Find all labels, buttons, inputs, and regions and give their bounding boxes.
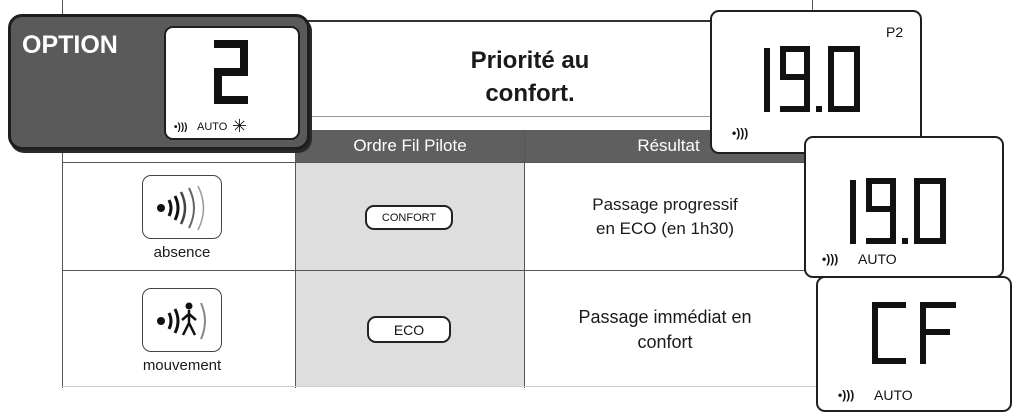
program-label: P2	[886, 24, 904, 40]
title-line-1: Priorité au	[470, 47, 590, 74]
result-1-line-1: Passage progressif	[592, 195, 738, 214]
result-1-line-2: en ECO (en 1h30)	[596, 219, 734, 238]
page-title: Priorité au confort.	[420, 42, 640, 112]
table-right-border-top	[812, 0, 813, 14]
table-col-divider-2	[524, 130, 525, 388]
display-mid-sensor-icon: •)))	[822, 252, 839, 266]
table-header-bottom	[62, 162, 812, 163]
seven-segment-display-icon	[764, 46, 860, 112]
seven-segment-display-icon	[850, 178, 946, 244]
option-status: AUTO	[197, 121, 228, 133]
title-line-2: confort.	[485, 80, 575, 107]
display-top-value	[752, 44, 882, 121]
movement-person-icon	[157, 302, 206, 340]
seven-segment-digit-icon	[214, 40, 248, 104]
title-box-bottom	[305, 116, 725, 117]
option-display: •))) AUTO ✳	[164, 26, 300, 140]
display-bottom-value	[870, 300, 970, 371]
row-label-mouvement: mouvement	[142, 356, 222, 374]
display-bottom-sensor-icon: •)))	[838, 388, 855, 402]
title-box-top	[305, 20, 725, 22]
display-mid-value	[838, 176, 968, 253]
result-cell-1: Passage progressif en ECO (en 1h30)	[540, 190, 790, 244]
display-top: P2 •)))	[710, 10, 922, 154]
table-bottom-border	[62, 386, 822, 387]
option-digit	[212, 38, 250, 106]
display-bottom-status: AUTO	[874, 387, 913, 403]
table-row-divider	[62, 270, 822, 271]
display-bottom: •))) AUTO	[816, 276, 1012, 412]
absence-waves-icon	[157, 185, 205, 231]
table-left-border	[62, 130, 63, 388]
table-left-border-top	[62, 0, 63, 18]
result-2-line-2: confort	[637, 332, 693, 352]
row-label-absence: absence	[153, 243, 211, 261]
result-2-line-1: Passage immédiat en	[578, 307, 752, 327]
result-cell-2: Passage immédiat en confort	[530, 302, 800, 358]
display-top-sensor-icon: •)))	[732, 126, 749, 140]
option-label: OPTION	[22, 31, 118, 59]
sun-icon: ✳	[232, 116, 248, 136]
seven-segment-cf-icon	[872, 302, 956, 364]
table-col-divider-1	[295, 130, 296, 388]
display-mid: •))) AUTO	[804, 136, 1004, 278]
header-order: Ordre Fil Pilote	[296, 130, 524, 162]
option-sensor-icon: •)))	[174, 122, 188, 133]
presence-sensor-icon-absence	[142, 175, 222, 239]
display-mid-status: AUTO	[858, 251, 897, 267]
presence-sensor-icon-movement	[142, 288, 222, 352]
option-panel: OPTION •))) AUTO ✳	[8, 14, 310, 150]
order-eco-badge: ECO	[367, 316, 451, 343]
order-confort-badge: CONFORT	[365, 205, 453, 230]
